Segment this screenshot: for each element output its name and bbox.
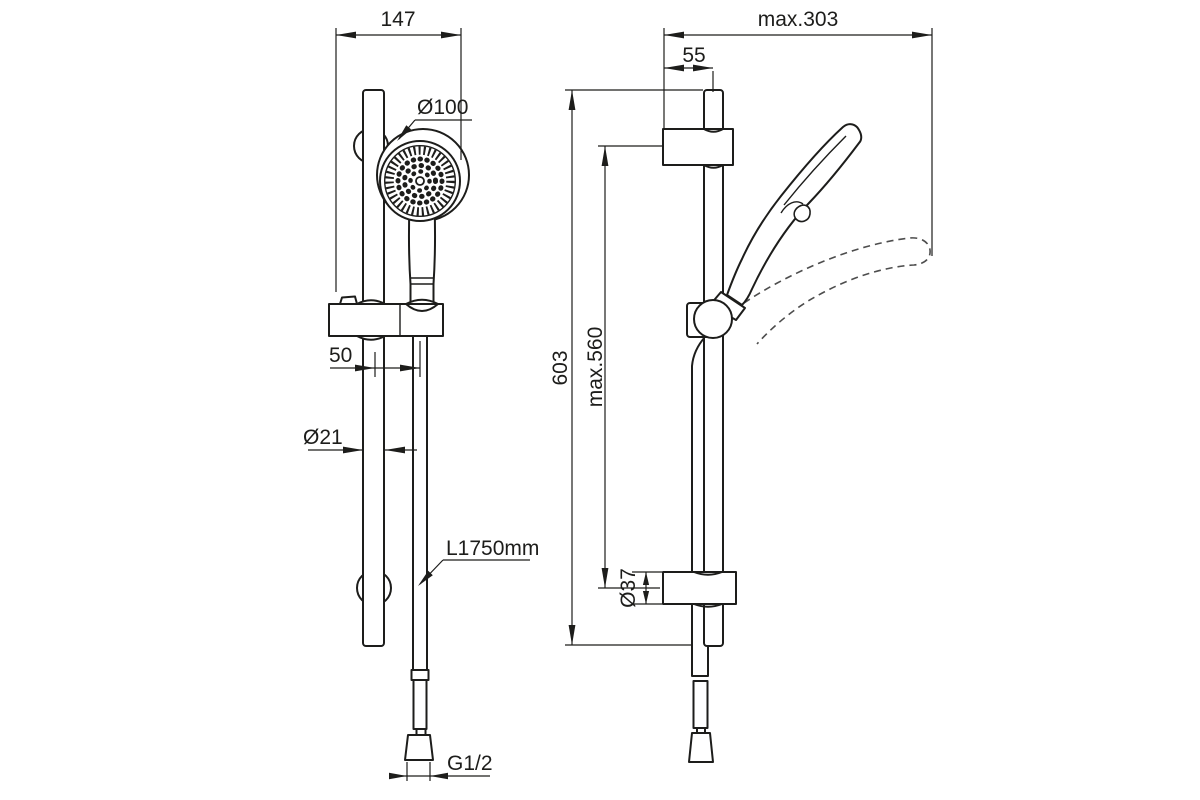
dim-label-wall-to-rail: 55 bbox=[682, 44, 705, 67]
slider-body bbox=[328, 303, 444, 337]
slider-handle-cup-inner bbox=[405, 303, 439, 312]
dimension-max-reach: max.303 bbox=[663, 8, 933, 256]
dimension-rail-length: 603 bbox=[549, 89, 703, 646]
dimension-handle-offset: 50 bbox=[329, 341, 421, 377]
dimension-rail-diameter: Ø21 bbox=[303, 426, 417, 454]
hose-tube-upper bbox=[412, 335, 428, 671]
spray-ring-1 bbox=[395, 156, 445, 206]
dimension-overall-width: 147 bbox=[335, 8, 462, 292]
hand-shower-front bbox=[376, 128, 470, 305]
dim-label-max-reach: max.303 bbox=[758, 8, 839, 31]
dimension-bracket-diameter: Ø37 bbox=[617, 568, 662, 608]
shower-hose-front bbox=[404, 335, 434, 761]
slider-bracket-front bbox=[328, 295, 444, 341]
side-view: max.303 55 603 max.560 bbox=[549, 8, 933, 763]
slider-release-button bbox=[339, 295, 358, 305]
slider-ball-joint bbox=[693, 299, 733, 339]
slide-rail-side bbox=[703, 89, 724, 647]
dimension-head-diameter: Ø100 bbox=[397, 96, 472, 141]
spray-ring-3 bbox=[408, 169, 432, 193]
hand-shower-clip bbox=[793, 204, 811, 223]
spray-center bbox=[415, 176, 425, 186]
dim-label-head-diameter: Ø100 bbox=[417, 96, 468, 119]
hose-tube-lower-side bbox=[692, 680, 709, 729]
dim-label-rail-length: 603 bbox=[549, 350, 572, 385]
front-view: 147 Ø100 50 Ø21 bbox=[303, 8, 539, 781]
dim-label-rail-diameter: Ø21 bbox=[303, 426, 343, 449]
spray-ring-outer-ticks bbox=[385, 146, 455, 216]
dimension-bracket-span: max.560 bbox=[584, 145, 663, 589]
dim-label-bracket-diameter: Ø37 bbox=[617, 568, 640, 608]
hose-nut bbox=[410, 669, 430, 681]
dim-label-hose-length: L1750mm bbox=[446, 537, 539, 560]
hose-connector-cone-side bbox=[688, 732, 714, 763]
dimension-wall-to-rail: 55 bbox=[664, 44, 714, 92]
shower-face-rim bbox=[384, 144, 457, 217]
dim-label-thread: G1/2 bbox=[447, 752, 493, 775]
hand-shower-clip-seam bbox=[780, 201, 804, 214]
dim-label-overall-width: 147 bbox=[380, 8, 415, 31]
wall-bracket-top-side bbox=[662, 128, 734, 169]
slider-rail-collar-top bbox=[356, 299, 386, 305]
spray-ring-2 bbox=[402, 163, 438, 199]
dim-label-handle-offset: 50 bbox=[329, 344, 352, 367]
dimension-hose-length: L1750mm bbox=[418, 537, 539, 586]
hand-shower-face-rim-side bbox=[783, 135, 847, 206]
wall-bracket-bottom-side bbox=[662, 571, 737, 608]
dim-label-bracket-span: max.560 bbox=[584, 327, 607, 408]
slider-rail-collar-bottom bbox=[356, 335, 386, 341]
dimension-thread: G1/2 bbox=[389, 752, 493, 781]
hose-connector-cone bbox=[404, 734, 434, 761]
hose-tube-lower bbox=[412, 679, 428, 730]
